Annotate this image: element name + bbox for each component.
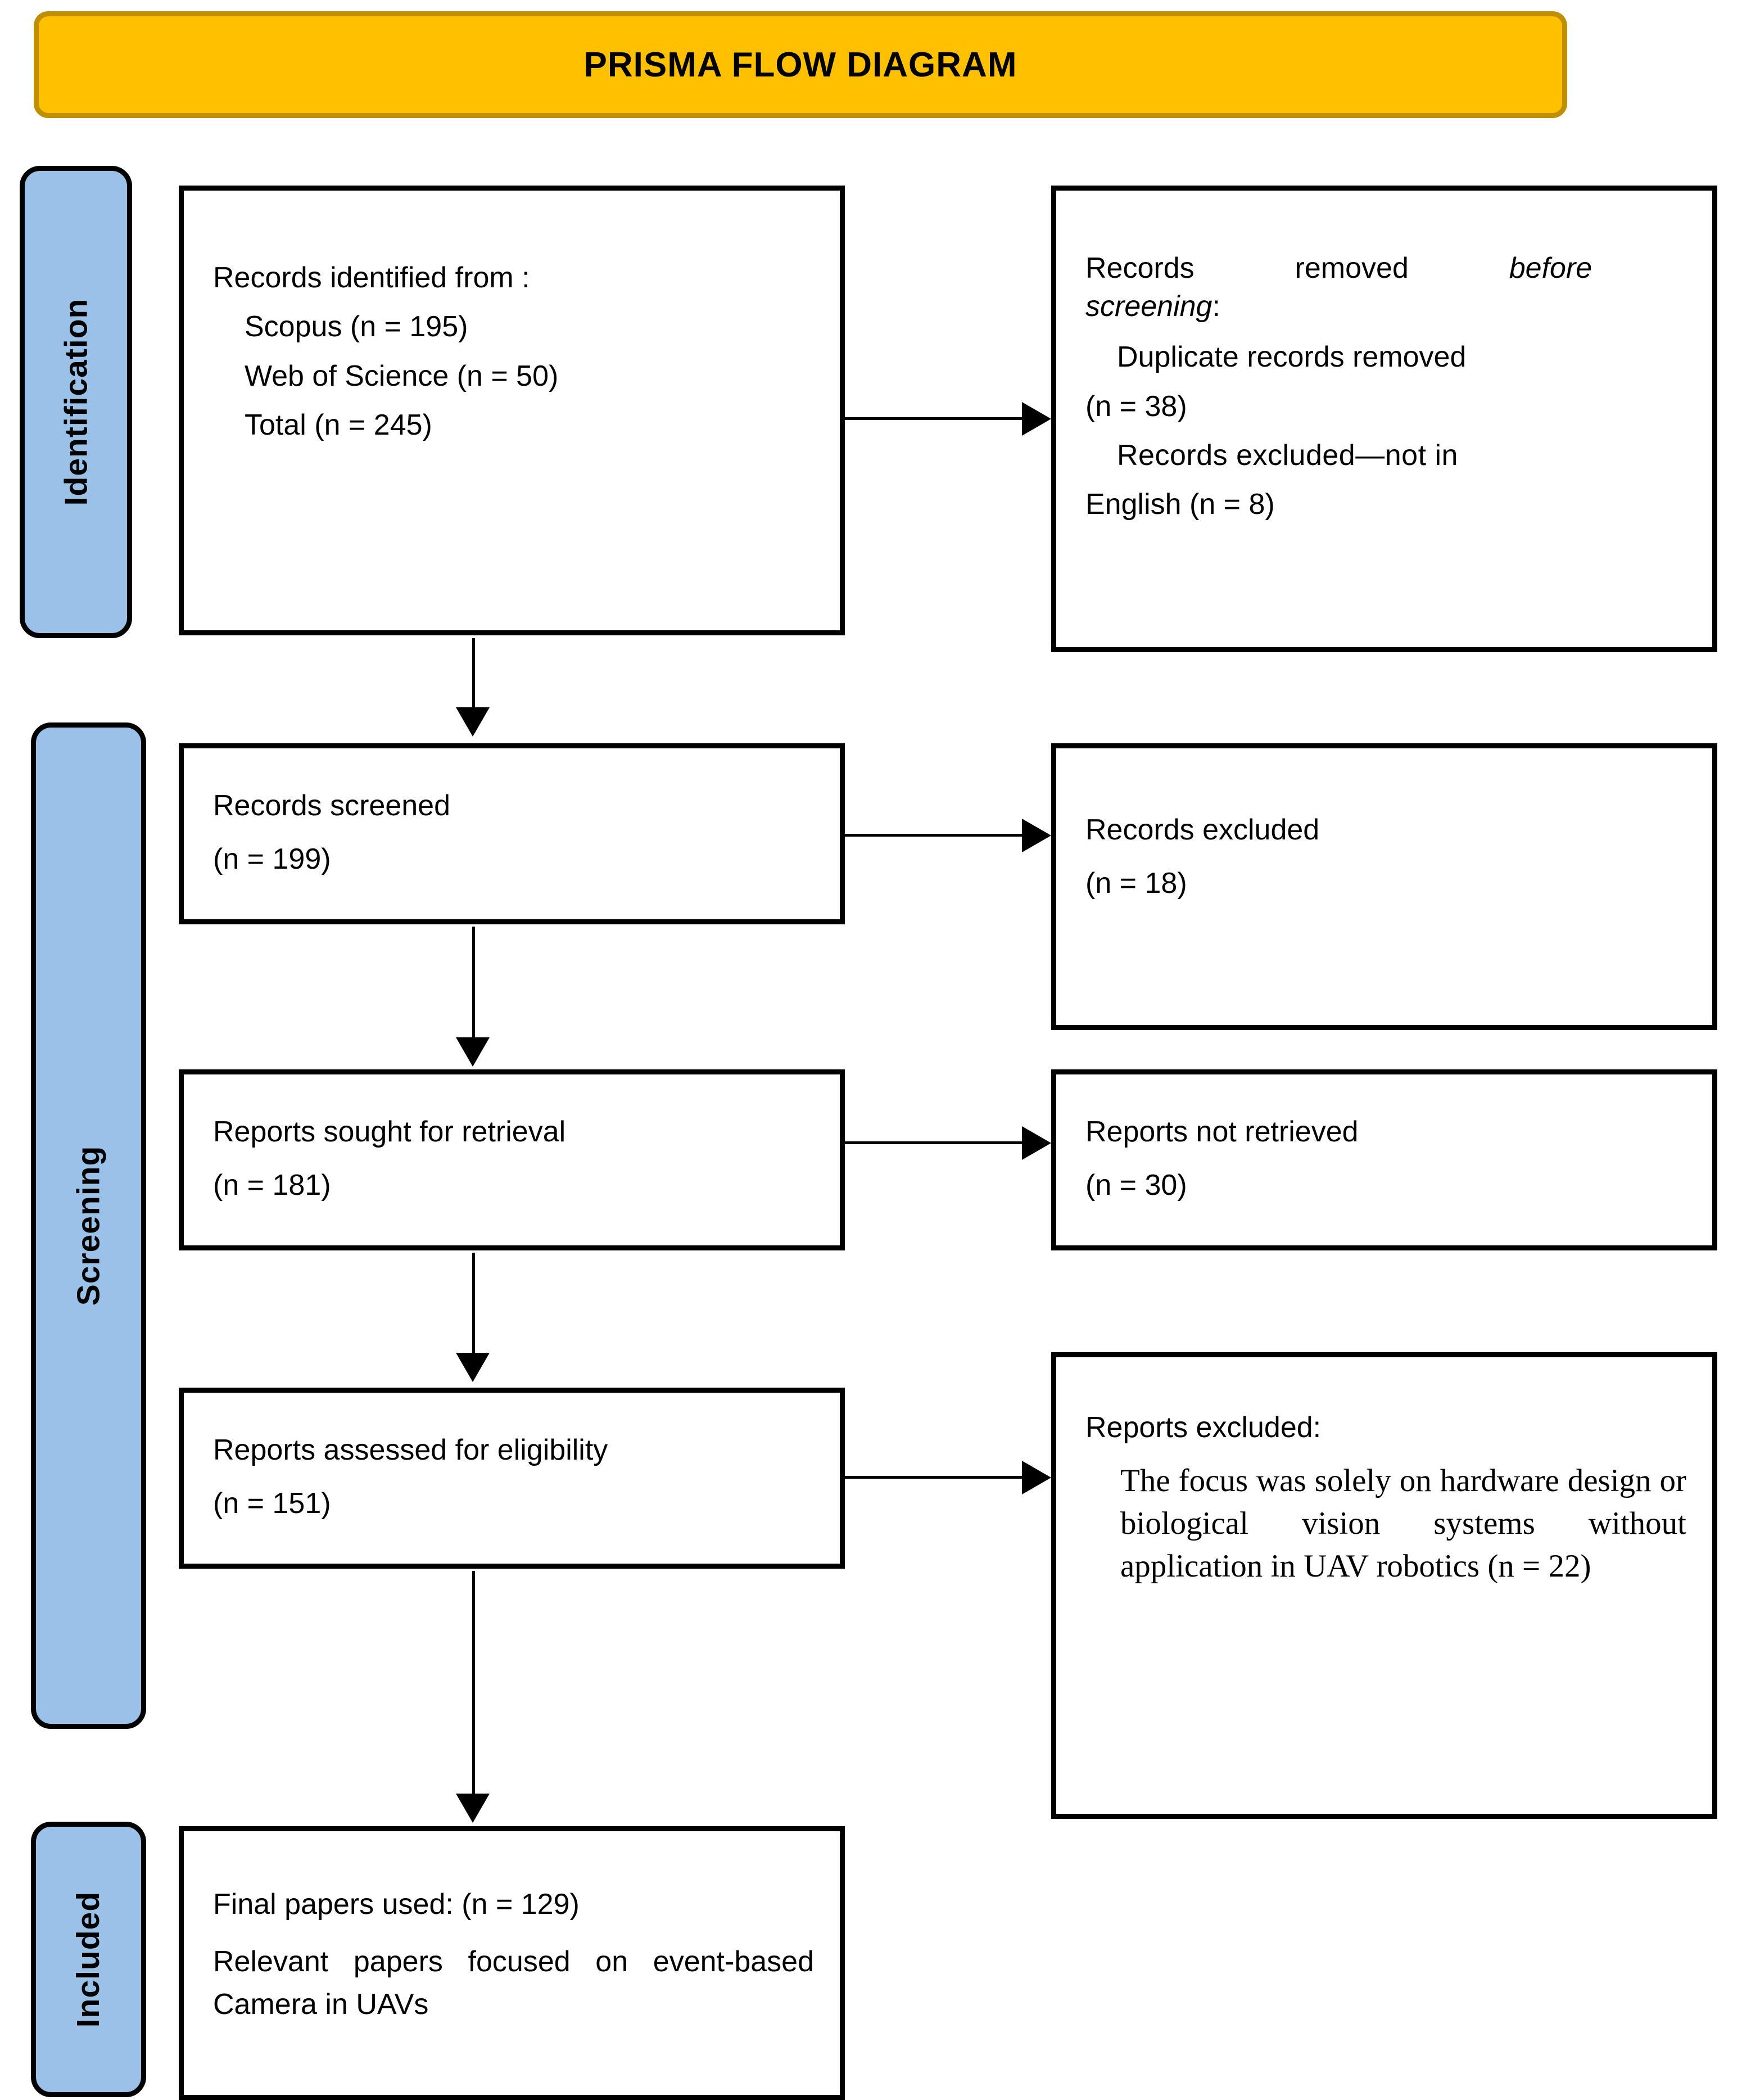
arrowhead-sought-to-assessed [456, 1353, 490, 1382]
records-removed-lead-line2: screening: [1085, 288, 1686, 326]
box-reports-excluded: Reports excluded: The focus was solely o… [1051, 1352, 1717, 1819]
records-removed-lead-italic-2: screening [1085, 290, 1212, 323]
records-removed-item-1: Duplicate records removed [1117, 341, 1467, 374]
final-papers-line-2: Relevant papers focused on event-based C… [213, 1945, 814, 2021]
records-screened-line-2: (n = 199) [213, 843, 331, 876]
records-removed-lead-italic-1: before [1509, 252, 1592, 284]
records-excluded-line-1: Records excluded [1085, 814, 1320, 846]
stage-tab-screening-label: Screening [70, 1145, 107, 1306]
box-final-papers-used: Final papers used: (n = 129) Relevant pa… [179, 1826, 845, 2100]
stage-tab-screening: Screening [31, 722, 146, 1729]
connector-sought-to-not-retrieved [845, 1141, 1025, 1144]
records-removed-item-1-count: (n = 38) [1085, 390, 1187, 423]
connector-assessed-to-reports-excluded [845, 1476, 1025, 1479]
arrowhead-assessed-to-final-papers [456, 1794, 490, 1823]
stage-tab-included: Included [31, 1822, 146, 2097]
records-screened-line-1: Records screened [213, 789, 450, 822]
records-removed-item-2: Records excluded—not in [1117, 439, 1458, 472]
page-title: PRISMA FLOW DIAGRAM [583, 45, 1017, 84]
arrowhead-screened-to-sought [456, 1037, 490, 1067]
connector-identified-to-screened [472, 638, 475, 708]
reports-excluded-body: The focus was solely on hardware design … [1120, 1463, 1686, 1584]
reports-assessed-line-1: Reports assessed for eligibility [213, 1434, 608, 1466]
connector-identified-to-removed [845, 417, 1025, 420]
connector-sought-to-assessed [472, 1253, 475, 1355]
box-records-removed-before-screening: Records removed before screening: Duplic… [1051, 186, 1717, 652]
box-records-screened: Records screened (n = 199) [179, 743, 845, 924]
records-removed-lead-colon: : [1212, 290, 1220, 323]
reports-sought-line-1: Reports sought for retrieval [213, 1116, 566, 1148]
box-reports-sought-for-retrieval: Reports sought for retrieval (n = 181) [179, 1069, 845, 1250]
records-excluded-line-2: (n = 18) [1085, 867, 1187, 900]
records-identified-line-3: Web of Science (n = 50) [245, 359, 559, 392]
stage-tab-identification: Identification [20, 166, 132, 638]
records-removed-item-2-count: English (n = 8) [1085, 488, 1275, 521]
arrowhead-sought-to-not-retrieved [1022, 1126, 1051, 1160]
records-identified-line-2: Scopus (n = 195) [245, 310, 468, 344]
reports-sought-line-2: (n = 181) [213, 1169, 331, 1202]
box-reports-assessed-for-eligibility: Reports assessed for eligibility (n = 15… [179, 1388, 845, 1569]
records-identified-line-1: Records identified from : [213, 261, 530, 294]
arrowhead-identified-to-removed [1022, 402, 1051, 436]
stage-tab-included-label: Included [70, 1891, 107, 2028]
reports-not-retrieved-line-1: Reports not retrieved [1085, 1116, 1359, 1148]
records-removed-lead-word-1: Records [1085, 252, 1195, 284]
connector-screened-to-excluded [845, 834, 1025, 837]
stage-tab-identification-label: Identification [58, 298, 94, 506]
records-removed-lead-word-2: removed [1295, 252, 1409, 284]
records-removed-lead: Records removed before [1085, 250, 1686, 288]
reports-assessed-line-2: (n = 151) [213, 1487, 331, 1520]
final-papers-line-1: Final papers used: (n = 129) [213, 1888, 580, 1921]
arrowhead-identified-to-screened [456, 707, 490, 737]
arrowhead-assessed-to-reports-excluded [1022, 1461, 1051, 1494]
records-identified-line-4: Total (n = 245) [245, 409, 432, 442]
connector-assessed-to-final-papers [472, 1571, 475, 1796]
box-reports-not-retrieved: Reports not retrieved (n = 30) [1051, 1069, 1717, 1250]
box-records-identified: Records identified from : Scopus (n = 19… [179, 186, 845, 635]
connector-screened-to-sought [472, 927, 475, 1039]
box-records-excluded: Records excluded (n = 18) [1051, 743, 1717, 1030]
reports-not-retrieved-line-2: (n = 30) [1085, 1169, 1187, 1202]
diagram-header-banner: PRISMA FLOW DIAGRAM [34, 11, 1567, 118]
reports-excluded-heading: Reports excluded: [1085, 1411, 1322, 1444]
arrowhead-screened-to-excluded [1022, 819, 1051, 852]
